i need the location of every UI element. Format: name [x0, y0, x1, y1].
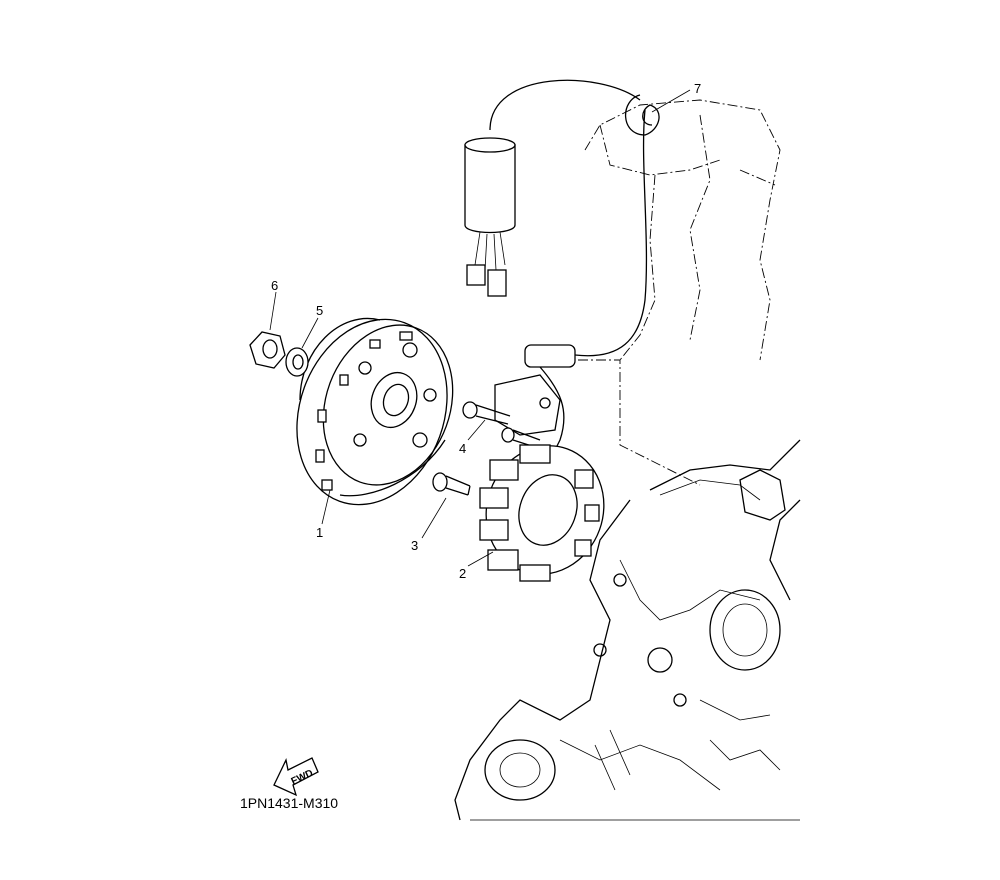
callout-4: 4 [459, 441, 466, 456]
crankcase-outline [454, 359, 801, 821]
callout-2: 2 [459, 566, 466, 581]
flywheel-rotor [296, 317, 454, 506]
cylinder-block-outline [584, 99, 781, 361]
stator [479, 444, 605, 582]
fwd-arrow-icon: FWD [273, 757, 319, 797]
wire-harness [464, 79, 648, 357]
callout-6: 6 [271, 278, 278, 293]
bolt-4 [462, 401, 541, 449]
leader-lines [269, 89, 691, 567]
wire-clamp [624, 94, 660, 136]
callout-1: 1 [316, 525, 323, 540]
callout-5: 5 [316, 303, 323, 318]
washer [285, 347, 309, 377]
bolt-3 [432, 472, 471, 496]
nut [249, 331, 286, 369]
pickup-coil [494, 344, 576, 471]
drawing-code: 1PN1431-M310 [240, 795, 339, 811]
callout-7: 7 [694, 81, 701, 96]
callout-3: 3 [411, 538, 418, 553]
